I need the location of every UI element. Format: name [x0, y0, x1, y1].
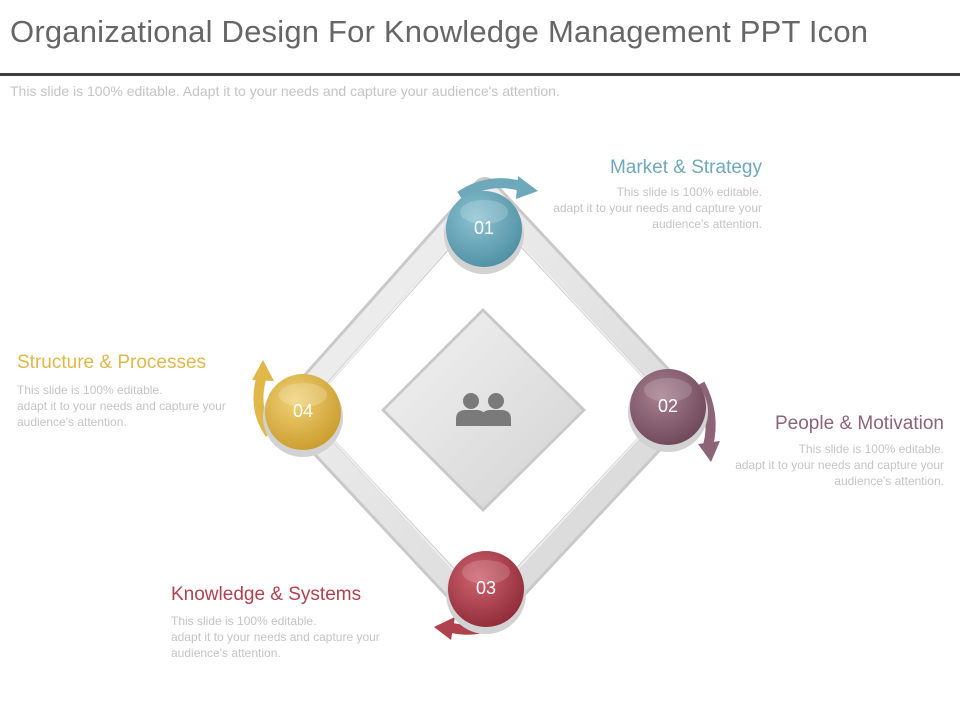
step-desc-04: This slide is 100% editable. adapt it to… — [17, 382, 267, 430]
title-divider — [0, 73, 960, 76]
step-label-03: Knowledge & Systems — [171, 584, 362, 605]
step-label-02: People & Motivation — [775, 413, 944, 434]
desc-line: audience's attention. — [17, 415, 127, 429]
step-label-01: Market & Strategy — [609, 157, 762, 178]
desc-line: This slide is 100% editable. — [616, 185, 762, 199]
step-desc-03: This slide is 100% editable. adapt it to… — [171, 613, 421, 661]
step-desc-01: This slide is 100% editable. adapt it to… — [512, 184, 762, 232]
step-circle-01 — [444, 191, 524, 274]
desc-line: audience's attention. — [652, 217, 762, 231]
slide-subtitle: This slide is 100% editable. Adapt it to… — [10, 83, 560, 99]
desc-line: adapt it to your needs and capture your — [171, 630, 380, 644]
step-label-04: Structure & Processes — [17, 352, 207, 373]
step-number-02: 02 — [657, 396, 679, 416]
desc-line: adapt it to your needs and capture your — [17, 399, 226, 413]
desc-line: audience's attention. — [171, 646, 281, 660]
step-circle-03 — [446, 551, 526, 634]
slide-title: Organizational Design For Knowledge Mana… — [10, 14, 869, 49]
arrow-02-icon — [695, 381, 720, 462]
desc-line: This slide is 100% editable. — [17, 383, 163, 397]
desc-line: This slide is 100% editable. — [171, 614, 317, 628]
step-circle-04 — [263, 374, 343, 457]
step-number-04: 04 — [292, 401, 314, 421]
arrow-01-icon — [457, 176, 538, 201]
desc-line: adapt it to your needs and capture your — [735, 458, 944, 472]
desc-line: adapt it to your needs and capture your — [553, 201, 762, 215]
step-number-03: 03 — [475, 578, 497, 598]
desc-line: audience's attention. — [834, 474, 944, 488]
step-number-01: 01 — [473, 218, 495, 238]
center-diamond — [381, 308, 586, 512]
people-icon — [456, 393, 511, 426]
desc-line: This slide is 100% editable. — [798, 442, 944, 456]
step-desc-02: This slide is 100% editable. adapt it to… — [694, 441, 944, 489]
step-circle-02 — [628, 369, 708, 452]
